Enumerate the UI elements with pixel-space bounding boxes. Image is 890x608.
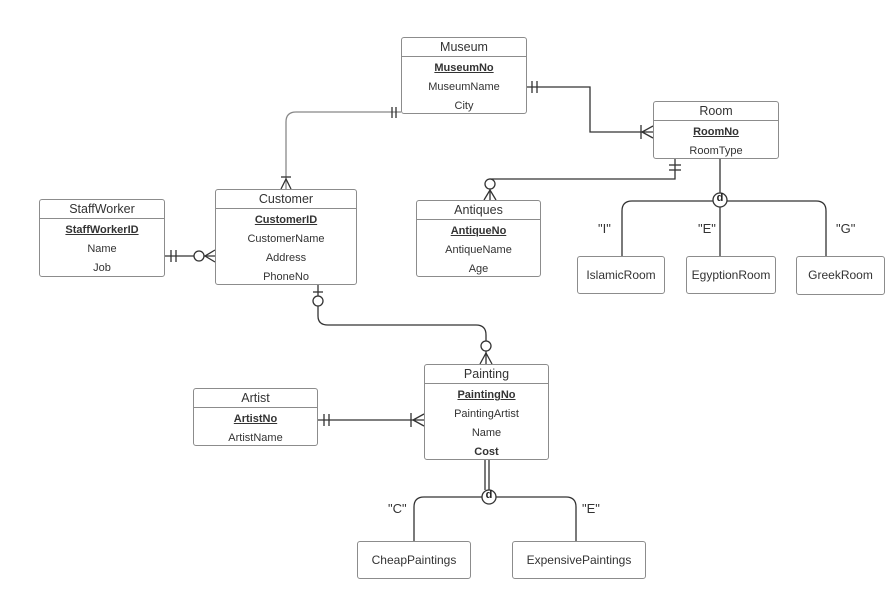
subtype-islamicroom[interactable]: IslamicRoom <box>577 256 665 294</box>
attr: Name <box>87 243 117 255</box>
painting-disjoint-circle <box>481 489 497 505</box>
attr-primary-key: PaintingNo <box>457 389 516 401</box>
entity-room[interactable]: Room RoomNo RoomType <box>653 101 779 159</box>
subtype-expensivepaintings[interactable]: ExpensivePaintings <box>512 541 646 579</box>
entity-title: Antiques <box>417 201 540 220</box>
entity-title: Painting <box>425 365 548 384</box>
painting-subtype-right <box>496 496 577 541</box>
attr: Age <box>468 263 489 275</box>
entity-title: StaffWorker <box>40 200 164 219</box>
room-antiques-zero-mark <box>484 178 496 190</box>
attr: City <box>454 100 474 112</box>
rel-room-antiques <box>489 159 676 200</box>
artist-painting-crowfoot <box>411 413 425 427</box>
attr: Job <box>93 262 111 274</box>
entity-artist[interactable]: Artist ArtistNo ArtistName <box>193 388 318 446</box>
museum-customer-crowfoot <box>280 177 292 190</box>
entity-title: Artist <box>194 389 317 408</box>
attr: AntiqueName <box>445 244 512 256</box>
room-disjoint-circle <box>712 192 728 208</box>
customer-staff-crowfoot <box>203 249 216 263</box>
painting-subtype-left <box>413 496 482 541</box>
attr: Name <box>471 427 502 439</box>
room-antiques-crowfoot <box>483 188 497 201</box>
customer-staff-zero-mark <box>193 250 205 262</box>
discriminator-greek: "G" <box>836 221 856 236</box>
museum-room-crowfoot <box>640 125 654 139</box>
room-disjoint-mark: d <box>716 192 724 204</box>
attr: Cost <box>474 446 499 458</box>
rel-museum-room <box>527 86 653 133</box>
attr: ArtistName <box>228 432 283 444</box>
attr-primary-key: CustomerID <box>254 214 318 226</box>
discriminator-expensive: "E" <box>582 501 600 516</box>
entity-museum[interactable]: Museum MuseumNo MuseumName City <box>401 37 527 114</box>
discriminator-islamic: "I" <box>598 221 611 236</box>
discriminator-cheap: "C" <box>388 501 407 516</box>
attr-primary-key: ArtistNo <box>233 413 278 425</box>
customer-painting-zero-mark-top <box>312 295 324 307</box>
customer-painting-crowfoot <box>479 351 493 365</box>
entity-staffworker[interactable]: StaffWorker StaffWorkerID Name Job <box>39 199 165 277</box>
entity-antiques[interactable]: Antiques AntiqueNo AntiqueName Age <box>416 200 541 277</box>
attr: CustomerName <box>247 233 325 245</box>
customer-painting-zero-mark-bottom <box>480 340 492 352</box>
subtype-egyptionroom[interactable]: EgyptionRoom <box>686 256 776 294</box>
entity-title: Museum <box>402 38 526 57</box>
entity-title: Customer <box>216 190 356 209</box>
attr-primary-key: MuseumNo <box>434 62 494 74</box>
entity-painting[interactable]: Painting PaintingNo PaintingArtist Name … <box>424 364 549 460</box>
attr: MuseumName <box>428 81 500 93</box>
room-subtype-right <box>726 200 827 256</box>
entity-customer[interactable]: Customer CustomerID CustomerName Address… <box>215 189 357 285</box>
discriminator-egyption: "E" <box>698 221 716 236</box>
attr: RoomType <box>689 145 743 157</box>
rel-museum-customer <box>285 111 401 189</box>
painting-disjoint-mark: d <box>485 489 493 501</box>
attr-primary-key: RoomNo <box>693 126 739 138</box>
rel-customer-painting <box>317 285 487 364</box>
subtype-cheappaintings[interactable]: CheapPaintings <box>357 541 471 579</box>
attr: PaintingArtist <box>454 408 519 420</box>
attr: Address <box>265 252 307 264</box>
room-subtype-left <box>621 200 714 256</box>
attr-primary-key: AntiqueNo <box>450 225 507 237</box>
attr-primary-key: StaffWorkerID <box>65 224 139 236</box>
subtype-greekroom[interactable]: GreekRoom <box>796 256 885 295</box>
attr: PhoneNo <box>263 271 309 283</box>
entity-title: Room <box>654 102 778 121</box>
